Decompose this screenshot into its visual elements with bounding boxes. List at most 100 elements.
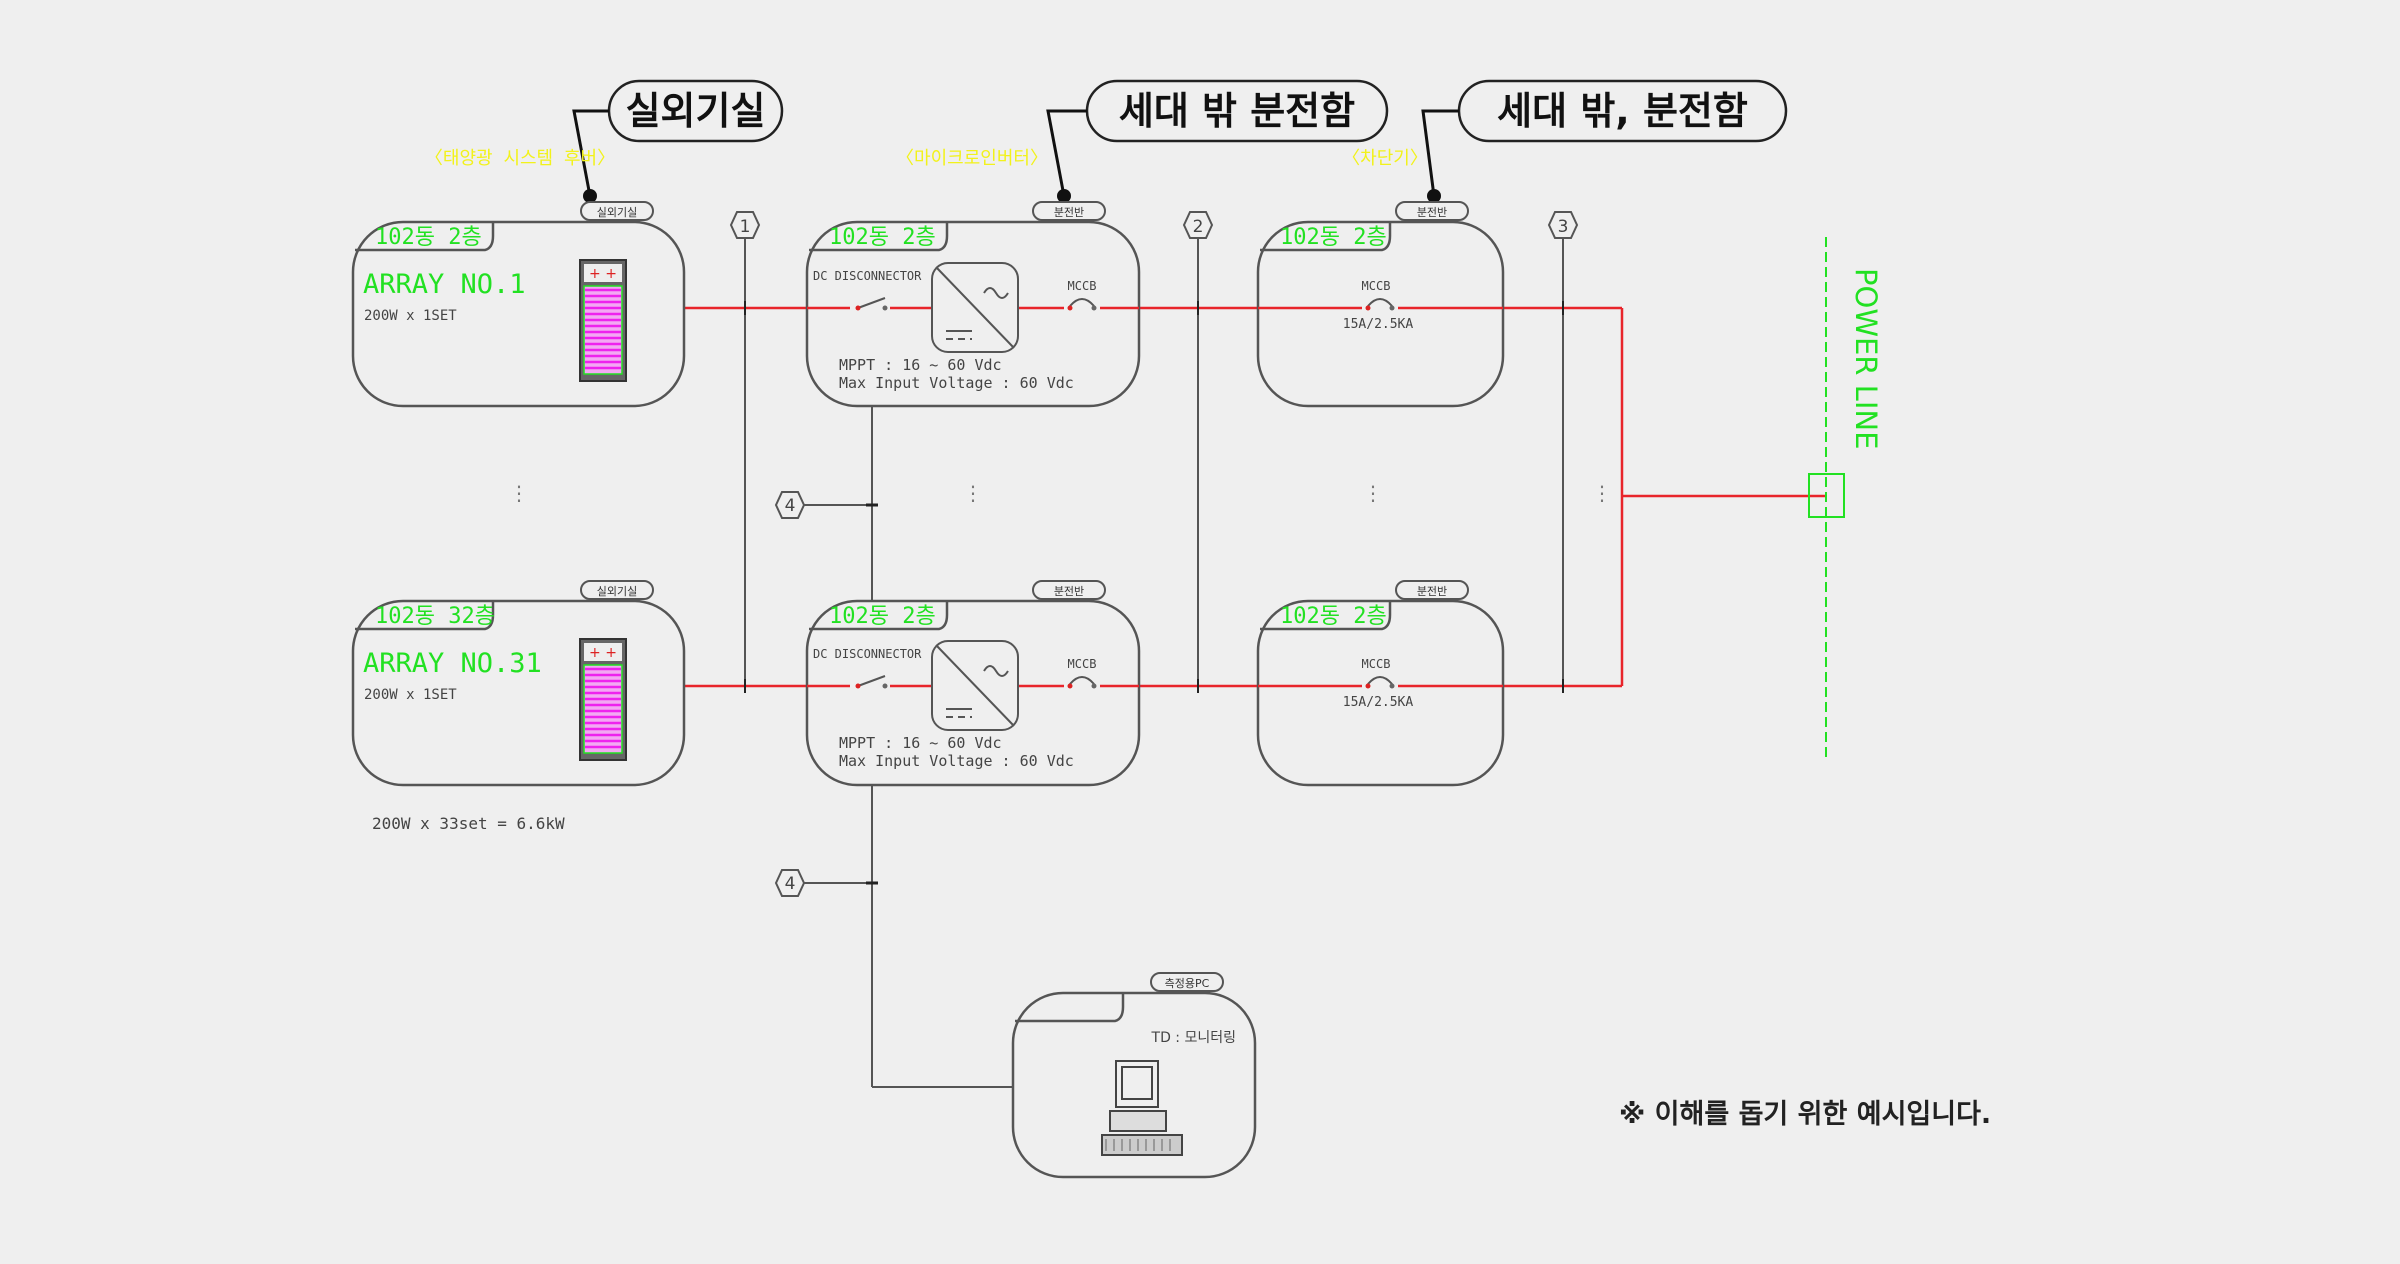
mccb-contact [1091,683,1097,689]
mccb-symbol [1069,298,1095,307]
mccb-contact [1389,305,1395,311]
annotation-label: 〈차단기〉 [1342,148,1428,169]
callout-dot [1057,189,1071,203]
array-name: ARRAY NO.1 [363,269,526,300]
annotation-label: 〈태양광 시스템 후버〉 [425,148,615,169]
location-tag-label: 실외기실 [597,206,637,219]
computer-case [1109,1110,1167,1132]
solar-panel-terminal [584,264,622,282]
floor-label: 102동 2층 [1280,604,1387,629]
box-tab [1260,602,1392,631]
continuation-dots: ⋮ [509,481,529,505]
box-tab [809,223,949,252]
max-input-spec: Max Input Voltage : 60 Vdc [839,752,1074,770]
mccb-contact [1365,305,1371,311]
floor-label: 102동 2층 [375,225,482,250]
mccb-label: MCCB [1362,657,1391,671]
switch-contact [855,683,861,689]
callout-label: 세대 밖, 분전함 [1497,89,1748,133]
solar-panel-terminal [584,643,622,661]
ac-wave-icon [983,665,1009,677]
dc-disconnector-switch [857,297,886,309]
switch-gap [850,678,890,692]
mppt-spec: MPPT : 16 ~ 60 Vdc [839,734,1002,752]
breaker-rating: 15A/2.5KA [1343,695,1414,710]
callout-leader [1421,109,1459,197]
mccb-label: MCCB [1362,279,1391,293]
marker-hexagon [1547,211,1579,239]
mccb-gap [1362,302,1398,314]
switch-gap [850,300,890,314]
floor-label: 102동 2층 [1280,225,1387,250]
continuation-dots: ⋮ [1363,481,1383,505]
inverter-diagonal [935,266,1015,349]
box-tab [355,602,495,631]
solar-panel-cells [583,285,623,375]
box-tab [1260,223,1392,252]
marker-hexagon [774,869,806,897]
mccb-symbol [1367,298,1393,307]
inverter-diagonal [935,644,1015,727]
max-input-spec: Max Input Voltage : 60 Vdc [839,374,1074,392]
callout-leader [572,109,609,197]
floor-label: 102동 2층 [829,225,936,250]
dc-disconnector-label: DC DISCONNECTOR [813,269,922,283]
callout-dot [583,189,597,203]
marker-number: 4 [785,874,796,894]
terminal-icon: + + [589,266,617,282]
breaker-rating: 15A/2.5KA [1343,317,1414,332]
switch-contact [882,683,888,689]
location-tag-label: 분전반 [1054,585,1084,598]
breaker-box: 102동 2층 분전반 MCCB 15A/2.5KA [1256,201,1505,408]
box-tab [355,223,495,252]
mccb-symbol [1367,676,1393,685]
callout-dot [1427,189,1441,203]
location-tag [1395,201,1469,221]
marker-hexagon [774,491,806,519]
inverter-box: 102동 2층 분전반 DC DISCONNECTOR MCCB MPPT : 16 ~… [805,201,1141,408]
switch-contact [882,305,888,311]
location-tag-label: 분전반 [1417,206,1447,219]
mccb-label: MCCB [1068,657,1097,671]
pc-label: TD : 모니터링 [1151,1030,1236,1046]
switch-contact [855,305,861,311]
power-line-label: POWER LINE [1849,268,1883,449]
location-tag-label: 분전반 [1417,585,1447,598]
annotation-label: 〈마이크로인버터〉 [896,148,1048,169]
array-spec: 200W x 1SET [364,308,457,324]
location-tag [1150,972,1224,992]
callout-leader [1046,109,1087,197]
callout-label: 세대 밖 분전함 [1119,89,1355,133]
marker-hexagon [1182,211,1214,239]
grid-connection-box [1808,473,1845,518]
mccb-gap [1064,302,1100,314]
continuation-dots: ⋮ [963,481,983,505]
mccb-gap [1064,680,1100,692]
callout-label: 실외기실 [626,89,766,133]
mccb-symbol [1069,676,1095,685]
dc-disconnector-switch [857,675,886,687]
mccb-contact [1389,683,1395,689]
computer-screen [1121,1066,1153,1100]
continuation-dots: ⋮ [1592,481,1612,505]
location-tag [580,580,654,600]
mppt-spec: MPPT : 16 ~ 60 Vdc [839,356,1002,374]
marker-hexagon [729,211,761,239]
mccb-contact [1091,305,1097,311]
location-tag-label: 측정용PC [1165,977,1210,990]
array-spec: 200W x 1SET [364,687,457,703]
solar-panel-cells [583,664,623,754]
location-tag [1032,580,1106,600]
mccb-label: MCCB [1068,279,1097,293]
location-tag [1032,201,1106,221]
location-tag-label: 분전반 [1054,206,1084,219]
box-tab [809,602,949,631]
marker-number: 2 [1193,217,1204,237]
marker-number: 3 [1558,217,1569,237]
box-outline [1256,599,1505,787]
terminal-icon: + + [589,645,617,661]
mccb-contact [1067,305,1073,311]
